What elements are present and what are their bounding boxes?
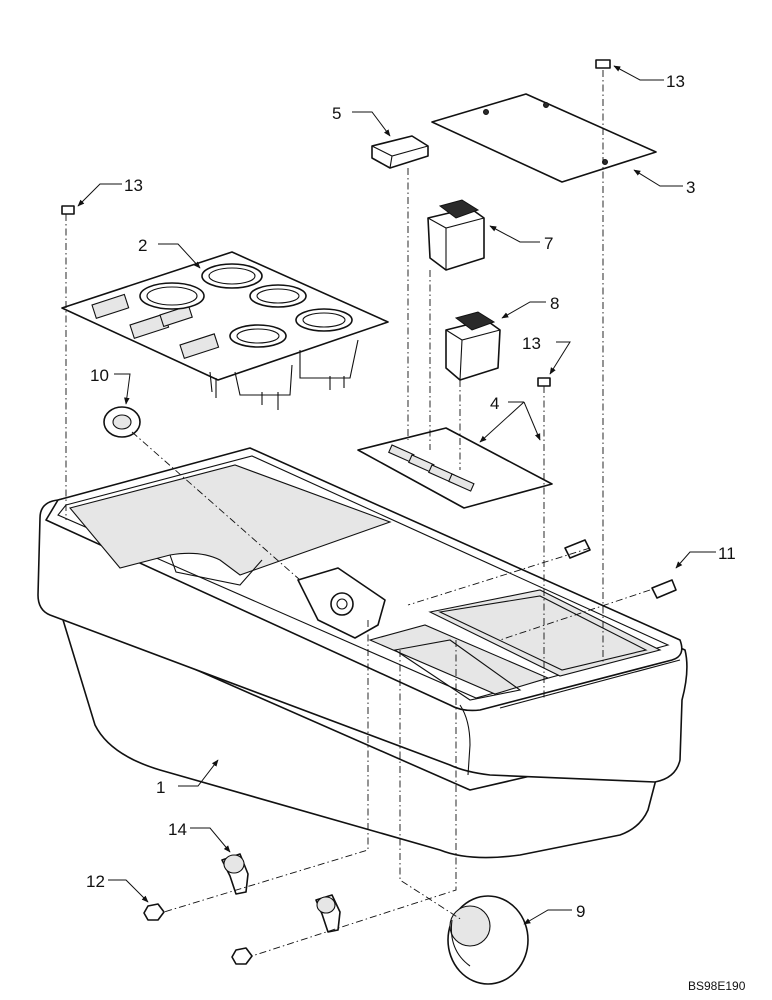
grommet-part-10 [103, 406, 141, 438]
clips-part-14 [221, 853, 341, 933]
callout-4: 4 [479, 394, 541, 443]
callout-8-label: 8 [550, 294, 559, 313]
assembly-lines [65, 70, 651, 957]
switch-bezel-part-4 [357, 427, 553, 509]
callout-1-label: 1 [156, 778, 165, 797]
callout-13-left: 13 [77, 176, 143, 207]
callout-9-label: 9 [576, 902, 585, 921]
callout-4-label: 4 [490, 394, 499, 413]
rocker-switch-part-8 [445, 311, 501, 381]
callout-2-label: 2 [138, 236, 147, 255]
callout-3-label: 3 [686, 178, 695, 197]
callout-5-label: 5 [332, 104, 341, 123]
callout-7-label: 7 [544, 234, 553, 253]
bolts-part-11 [564, 539, 677, 599]
callout-11: 11 [675, 544, 736, 569]
callout-7: 7 [489, 225, 553, 253]
callout-14: 14 [168, 820, 231, 853]
rocker-switch-part-7 [427, 199, 485, 271]
callout-10: 10 [90, 366, 131, 405]
callout-1: 1 [156, 759, 219, 797]
callout-10-label: 10 [90, 366, 109, 385]
callout-13-middle-label: 13 [522, 334, 541, 353]
nuts-part-12 [143, 903, 253, 965]
knob-part-9 [447, 895, 529, 985]
callout-13-left-label: 13 [124, 176, 143, 195]
callout-13-top-right: 13 [613, 65, 685, 91]
callout-12-label: 12 [86, 872, 105, 891]
callout-12: 12 [86, 872, 149, 903]
gauge-panel-part-2 [61, 251, 389, 410]
callout-5: 5 [332, 104, 391, 137]
console-housing-part-1 [37, 447, 688, 859]
callout-9: 9 [523, 902, 585, 925]
callout-11-label: 11 [718, 544, 736, 563]
callout-2: 2 [138, 236, 201, 269]
diagram-code: BS98E190 [688, 979, 746, 993]
callout-8: 8 [501, 294, 559, 319]
cover-plate-part-3 [431, 93, 657, 183]
screws-part-13 [61, 59, 611, 387]
callout-3: 3 [633, 169, 695, 197]
callout-13-top-right-label: 13 [666, 72, 685, 91]
callout-14-label: 14 [168, 820, 187, 839]
plug-part-5 [371, 135, 429, 169]
callout-13-middle: 13 [522, 334, 571, 375]
